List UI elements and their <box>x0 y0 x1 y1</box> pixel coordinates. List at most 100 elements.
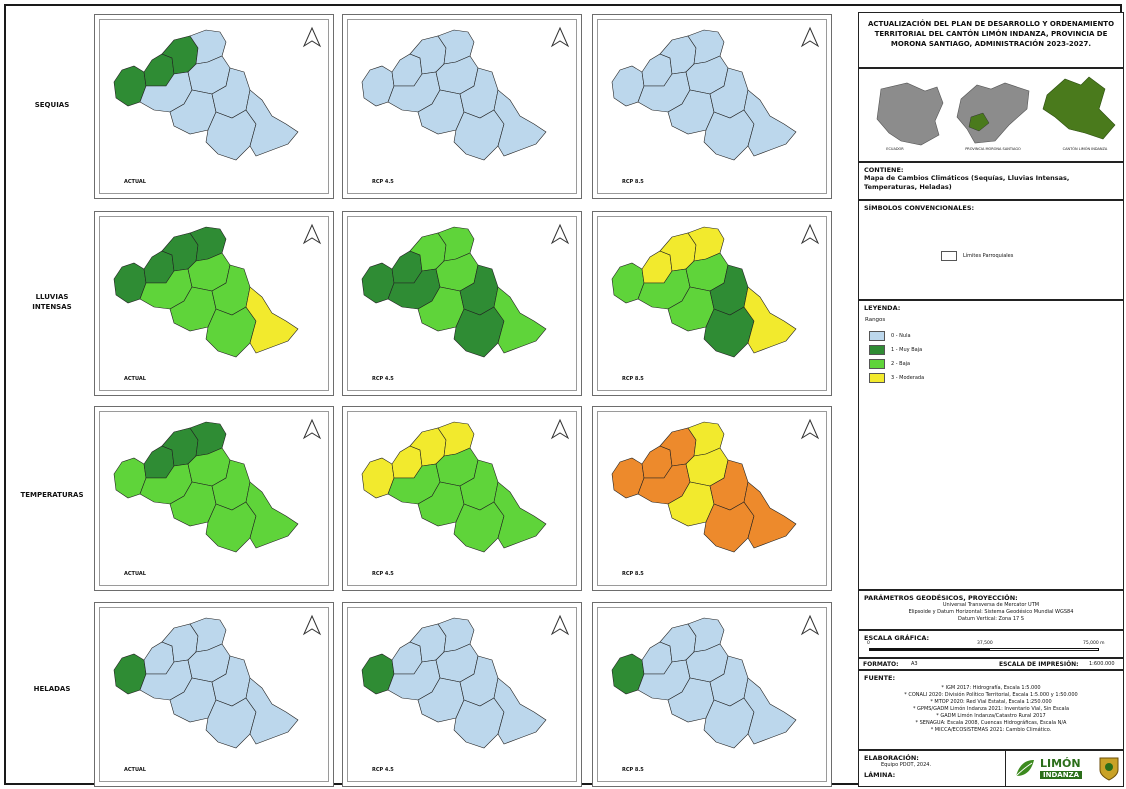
params-line: Datum Vertical: Zona 17 S <box>958 616 1024 622</box>
scale-tick: 0 <box>867 641 870 646</box>
parish-region <box>245 677 299 745</box>
parish-region <box>703 501 755 553</box>
legend-heading: LEYENDA: <box>864 304 901 312</box>
source-line: * IGM 2017: Hidrografía, Escala 1:5.000 <box>941 685 1041 691</box>
scenario-label: ACTUAL <box>124 376 146 382</box>
sources-block: FUENTE: * IGM 2017: Hidrografía, Escala … <box>858 670 1124 750</box>
canton-silhouette <box>1042 76 1116 140</box>
logo-subtitle: INDANZA <box>1040 771 1083 779</box>
sources-heading: FUENTE: <box>864 674 896 682</box>
parish-region <box>743 677 797 745</box>
symbols-heading: SÍMBOLOS CONVENCIONALES: <box>864 204 975 212</box>
legend-label: 3 - Moderada <box>891 375 925 381</box>
scenario-label: RCP 4.5 <box>372 571 394 577</box>
location-block: ECUADOR PROVINCIA MORONA SANTIAGO CANTÓN… <box>858 68 1124 162</box>
logo-leaf-icon <box>1015 760 1034 777</box>
parish-region <box>453 697 505 749</box>
print-scale-value: 1:600.000 <box>1089 661 1115 667</box>
north-arrow-icon <box>800 26 820 48</box>
parish-region <box>703 306 755 358</box>
scale-bar-light <box>989 648 1099 651</box>
maps-grid: SEQUIAS LLUVIAS INTENSAS TEMPERATURAS HE… <box>12 12 852 787</box>
scenario-label: RCP 8.5 <box>622 767 644 773</box>
parish-region <box>205 109 257 161</box>
symbols-block: SÍMBOLOS CONVENCIONALES: Límites Parroqu… <box>858 200 1124 300</box>
map-panel: ACTUAL <box>94 406 334 591</box>
coat-of-arms-icon <box>1099 757 1119 781</box>
scenario-label: RCP 4.5 <box>372 179 394 185</box>
scenario-label: RCP 8.5 <box>622 179 644 185</box>
lamina-heading: LÁMINA: <box>864 771 896 779</box>
map-panel: RCP 4.5 <box>342 14 582 199</box>
parish-region <box>205 697 257 749</box>
scenario-label: RCP 8.5 <box>622 571 644 577</box>
scenario-label: RCP 4.5 <box>372 376 394 382</box>
parish-region <box>205 306 257 358</box>
source-line: * GPMS/GADM Limón Indanza 2021: Inventar… <box>912 706 1070 712</box>
legend-subheading: Rangos <box>865 317 886 323</box>
map-panel: ACTUAL <box>94 211 334 396</box>
source-line: * MICCA/ECOSISTEMAS 2021: Cambio Climáti… <box>930 727 1052 733</box>
legend-label: 2 - Baja <box>891 361 911 367</box>
location-label-canton: CANTÓN LIMÓN INDANZA <box>1062 147 1108 151</box>
source-line: * CONALI 2020: División Político Territo… <box>904 692 1078 698</box>
source-line: * SENAGUA: Escala 2008, Cuencas Hidrográ… <box>915 720 1067 726</box>
location-label-ecuador: ECUADOR <box>886 147 904 151</box>
legend-label: 1 - Muy Baja <box>891 347 923 353</box>
north-arrow-icon <box>800 418 820 440</box>
params-heading: PARÁMETROS GEODÉSICOS, PROYECCIÓN: <box>864 594 1018 602</box>
scale-heading: ESCALA GRÁFICA: <box>864 634 930 642</box>
parish-region <box>493 286 547 354</box>
map-title: ACTUALIZACIÓN DEL PLAN DE DESARROLLO Y O… <box>867 20 1115 48</box>
parish-region <box>205 501 257 553</box>
elaboracion-text: Equipo PDOT, 2024. <box>881 762 932 768</box>
elaboracion-heading: ELABORACIÓN: <box>864 754 919 762</box>
credits-block: ELABORACIÓN: Equipo PDOT, 2024. LÁMINA: … <box>858 750 1124 787</box>
scenario-label: ACTUAL <box>124 179 146 185</box>
parish-region <box>743 89 797 157</box>
map-panel: RCP 4.5 <box>342 602 582 787</box>
params-line: Universal Transversa de Mercator UTM <box>942 602 1040 608</box>
legend-block: LEYENDA: Rangos 0 - Nula 1 - Muy Baja 2 - … <box>858 300 1124 590</box>
legend-label: 0 - Nula <box>891 333 911 339</box>
scale-tick: 37,500 <box>977 641 993 646</box>
legend-swatch <box>869 331 885 341</box>
parish-region <box>743 481 797 549</box>
location-label-province: PROVINCIA MORONA SANTIAGO <box>965 147 1021 151</box>
parish-region <box>453 306 505 358</box>
map-panel: RCP 8.5 <box>592 602 832 787</box>
map-legend-panel: ACTUALIZACIÓN DEL PLAN DE DESARROLLO Y O… <box>858 12 1124 787</box>
scale-bar-dark <box>869 648 989 651</box>
row-label-lluvias: LLUVIAS INTENSAS <box>32 293 72 311</box>
north-arrow-icon <box>550 614 570 636</box>
print-scale-label: ESCALA DE IMPRESIÓN: <box>999 661 1079 668</box>
map-panel: RCP 8.5 <box>592 406 832 591</box>
parish-region <box>493 89 547 157</box>
map-sheet-frame: SEQUIAS LLUVIAS INTENSAS TEMPERATURAS HE… <box>4 4 1124 787</box>
geodetic-block: PARÁMETROS GEODÉSICOS, PROYECCIÓN: Unive… <box>858 590 1124 630</box>
location-maps <box>876 76 1116 146</box>
format-label: FORMATO: <box>863 661 899 668</box>
parish-region <box>245 286 299 354</box>
scenario-label: RCP 4.5 <box>372 767 394 773</box>
scenario-label: RCP 8.5 <box>622 376 644 382</box>
boundary-symbol-label: Límites Parroquiales <box>963 253 1014 259</box>
source-line: * MTOP 2020: Red Vial Estatal, Escala 1:… <box>930 699 1052 705</box>
contents-block: CONTIENE: Mapa de Cambios Climáticos (Se… <box>858 162 1124 200</box>
parish-region <box>453 109 505 161</box>
north-arrow-icon <box>550 223 570 245</box>
row-label-sequias: SEQUIAS <box>34 101 70 109</box>
legend-swatch <box>869 345 885 355</box>
title-block: ACTUALIZACIÓN DEL PLAN DE DESARROLLO Y O… <box>858 12 1124 68</box>
boundary-symbol <box>941 251 957 261</box>
north-arrow-icon <box>800 223 820 245</box>
province-silhouette <box>956 82 1030 144</box>
province-highlight <box>968 112 990 132</box>
north-arrow-icon <box>302 614 322 636</box>
logo-title: LIMÓN <box>1040 757 1081 770</box>
legend-swatch <box>869 359 885 369</box>
north-arrow-icon <box>302 223 322 245</box>
parish-region <box>245 89 299 157</box>
north-arrow-icon <box>550 26 570 48</box>
contiene-heading: CONTIENE: <box>864 166 904 174</box>
